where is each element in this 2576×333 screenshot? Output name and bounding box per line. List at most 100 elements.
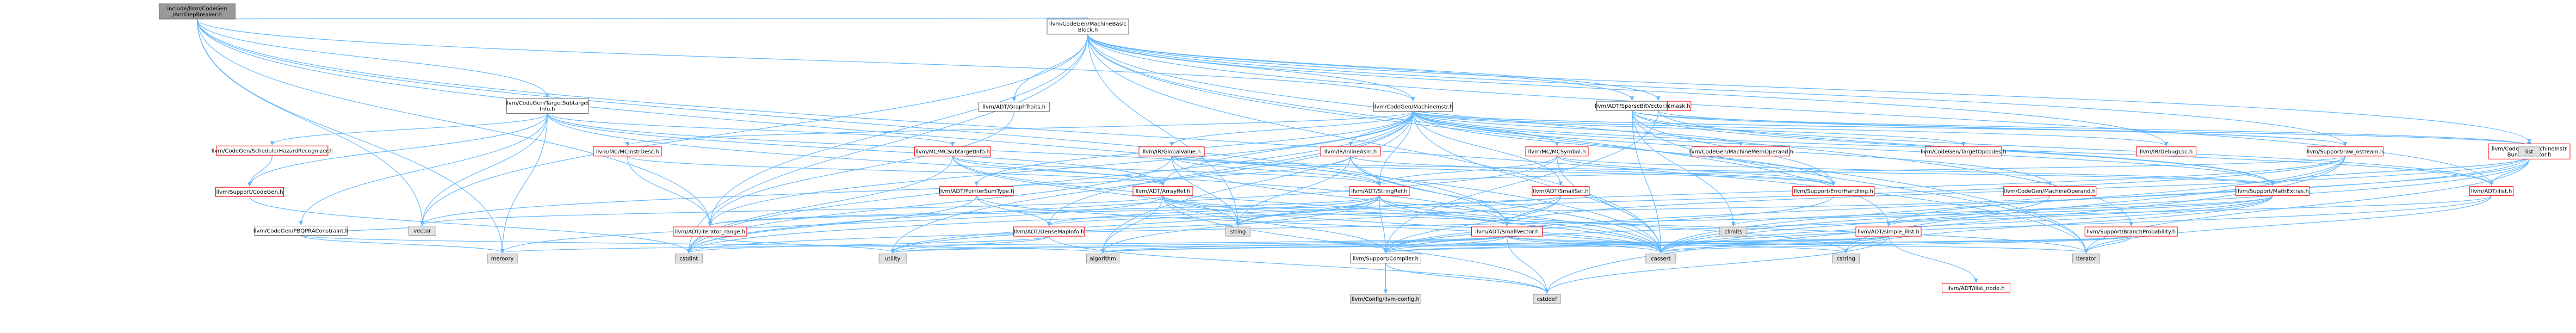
edge-globalvalue-to-string xyxy=(1171,156,1240,227)
node-label: climits xyxy=(1724,229,1742,235)
edge-graphtraits-to-iterrange xyxy=(708,111,1014,227)
edge-smallvector-to-memory xyxy=(500,236,1508,254)
node-box xyxy=(1719,226,1748,237)
edge-smallvector-to-algorithm xyxy=(1100,236,1508,254)
node-globalvalue[interactable]: llvm/IR/GlobalValue.h xyxy=(1138,146,1205,157)
edge-arrayref-to-smallvector xyxy=(1162,195,1509,227)
node-label: /AntiDepBreaker.h xyxy=(172,12,222,18)
node-label: cstddef xyxy=(1537,297,1557,303)
node-targetopcodes[interactable]: llvm/CodeGen/TargetOpcodes.h xyxy=(1921,146,2007,157)
edge-tsi-to-vector xyxy=(420,113,548,226)
node-label: llvm/ADT/ilist.h xyxy=(2471,189,2512,195)
edge-inlineasm-to-vector xyxy=(420,156,1351,226)
node-algorithm: algorithm xyxy=(1086,254,1120,264)
node-label: llvm/ADT/ArrayRef.h xyxy=(1136,189,1191,195)
node-box xyxy=(2469,186,2514,196)
edge-mi-to-trailingobj xyxy=(1413,111,2531,146)
edge-branchprob-to-algorithm xyxy=(1101,236,2132,254)
node-label: Block.h xyxy=(1078,27,1098,33)
node-smallvector[interactable]: llvm/ADT/SmallVector.h xyxy=(1471,226,1543,237)
node-cstddef: cstddef xyxy=(1533,294,1561,304)
edge-tsi-to-pbqp xyxy=(299,113,548,226)
edge-compiler-to-cstddef xyxy=(1385,263,1550,294)
node-label: llvm/MC/MCInstrDesc.h xyxy=(596,149,659,155)
edge-sparsebv-to-climits xyxy=(1631,110,1736,227)
node-mathextras[interactable]: llvm/Support/MathExtras.h xyxy=(2236,186,2310,196)
edge-inlineasm-to-cassert xyxy=(1350,156,1663,254)
node-branchprob[interactable]: llvm/Support/BranchProbability.h xyxy=(2084,226,2178,237)
node-pbqp: llvm/CodeGen/PBQPRAConstraint.h xyxy=(253,226,349,236)
node-box xyxy=(1596,101,1668,111)
node-label: llvm/Support/Compiler.h xyxy=(1353,256,1419,262)
edge-mbb-to-string xyxy=(1087,34,1240,227)
node-label: llvm/ADT/SmallSet.h xyxy=(1533,189,1588,195)
node-box xyxy=(593,146,662,157)
edge-mi-to-algorithm xyxy=(1100,111,1414,254)
node-memoperand[interactable]: llvm/CodeGen/MachineMemOperand.h xyxy=(1688,146,1793,157)
node-label: list xyxy=(2525,149,2534,155)
node-label: vector xyxy=(414,229,432,235)
node-box xyxy=(878,254,907,264)
node-mcsymbol[interactable]: llvm/MC/MCSymbol.h xyxy=(1525,146,1589,157)
node-ilistnode[interactable]: llvm/ADT/ilist_node.h xyxy=(1942,283,2010,293)
node-box xyxy=(2003,186,2097,196)
edge-mi-to-debugloc xyxy=(1413,111,2169,146)
edge-simpleilist-to-cstddef xyxy=(1545,236,1889,294)
edge-mathextras-to-compiler xyxy=(1383,195,2273,254)
node-mcsubtarget[interactable]: llvm/MC/MCSubtargetInfo.h xyxy=(914,146,992,157)
node-box xyxy=(1132,186,1193,196)
edge-smallvector-to-cstring xyxy=(1506,236,1848,254)
node-inlineasm[interactable]: llvm/IR/InlineAsm.h xyxy=(1320,146,1381,157)
edge-mi-to-cstdint xyxy=(686,111,1414,254)
node-box xyxy=(1525,146,1589,157)
edge-mbb-to-bundleiter xyxy=(1087,34,2531,144)
edge-mbb-to-rawostream xyxy=(1087,34,2348,146)
node-vector: vector xyxy=(408,226,436,236)
node-stringref[interactable]: llvm/ADT/StringRef.h xyxy=(1349,186,1410,196)
node-label: llvm/CodeGen/TargetSubtarget xyxy=(505,101,589,107)
node-box xyxy=(408,226,436,236)
node-label: cstdint xyxy=(679,256,698,262)
node-box xyxy=(1138,146,1205,157)
node-densemapinfo[interactable]: llvm/ADT/DenseMapInfo.h xyxy=(1013,226,1085,237)
edge-mi-to-densemapinfo xyxy=(1046,111,1414,227)
node-machineoperand[interactable]: llvm/CodeGen/MachineOperand.h xyxy=(2003,186,2097,196)
node-box xyxy=(1533,294,1561,304)
node-utility: utility xyxy=(878,254,907,264)
edge-simpleilist-to-utility xyxy=(891,236,1889,254)
edge-tsi-to-mcsubtarget xyxy=(547,113,955,146)
node-box xyxy=(2236,186,2310,196)
node-label: llvm/ADT/simple_ilist.h xyxy=(1857,229,1919,235)
node-ilist[interactable]: llvm/ADT/ilist.h xyxy=(2469,186,2514,196)
node-rawostream[interactable]: llvm/Support/raw_ostream.h xyxy=(2307,146,2384,157)
node-ptrsumtype[interactable]: llvm/ADT/PointerSumType.h xyxy=(939,186,1014,196)
node-simpleilist[interactable]: llvm/ADT/simple_ilist.h xyxy=(1855,226,1922,237)
edge-tsi-to-memory xyxy=(500,113,548,254)
node-label: llvm/ADT/SparseBitVector.h xyxy=(1595,103,1669,109)
edge-mbb-to-cassert xyxy=(1087,34,1663,254)
edge-mi-to-targetopcodes xyxy=(1413,111,1966,146)
node-box xyxy=(1471,226,1543,237)
node-label: llvm/CodeGen/MachineOperand.h xyxy=(2004,189,2095,195)
edge-root-to-iterrange xyxy=(196,18,713,227)
node-iterrange[interactable]: llvm/ADT/iterator_range.h xyxy=(673,226,747,237)
node-box xyxy=(215,187,284,197)
node-debugloc[interactable]: llvm/IR/DebugLoc.h xyxy=(2136,146,2197,157)
node-schedhazard[interactable]: llvm/CodeGen/SchedulerHazardRecognizer.h xyxy=(212,145,333,156)
node-box xyxy=(1532,186,1590,196)
node-arrayref[interactable]: llvm/ADT/ArrayRef.h xyxy=(1132,186,1193,196)
edge-branchprob-to-cassert xyxy=(1658,236,2132,254)
node-mcinstrdesc[interactable]: llvm/MC/MCInstrDesc.h xyxy=(593,146,662,157)
node-errorhandling[interactable]: llvm/Support/ErrorHandling.h xyxy=(1792,186,1875,196)
edge-stringref-to-string xyxy=(1236,195,1380,227)
edge-mathextras-to-cstdint xyxy=(686,195,2273,254)
edge-sparsebv-to-cassert xyxy=(1631,110,1663,254)
node-supportcodegen[interactable]: llvm/Support/CodeGen.h xyxy=(215,187,284,197)
node-root: include/llvm/CodeGen/AntiDepBreaker.h xyxy=(158,3,236,20)
node-smallset[interactable]: llvm/ADT/SmallSet.h xyxy=(1532,186,1590,196)
edge-ilist-to-simpleilist xyxy=(1886,195,2492,227)
node-box xyxy=(1349,294,1421,304)
edge-rawostream-to-stringref xyxy=(1377,156,2346,186)
node-label: llvm/Support/raw_ostream.h xyxy=(2307,149,2384,155)
edge-machineoperand-to-densemapinfo xyxy=(1047,195,2051,227)
